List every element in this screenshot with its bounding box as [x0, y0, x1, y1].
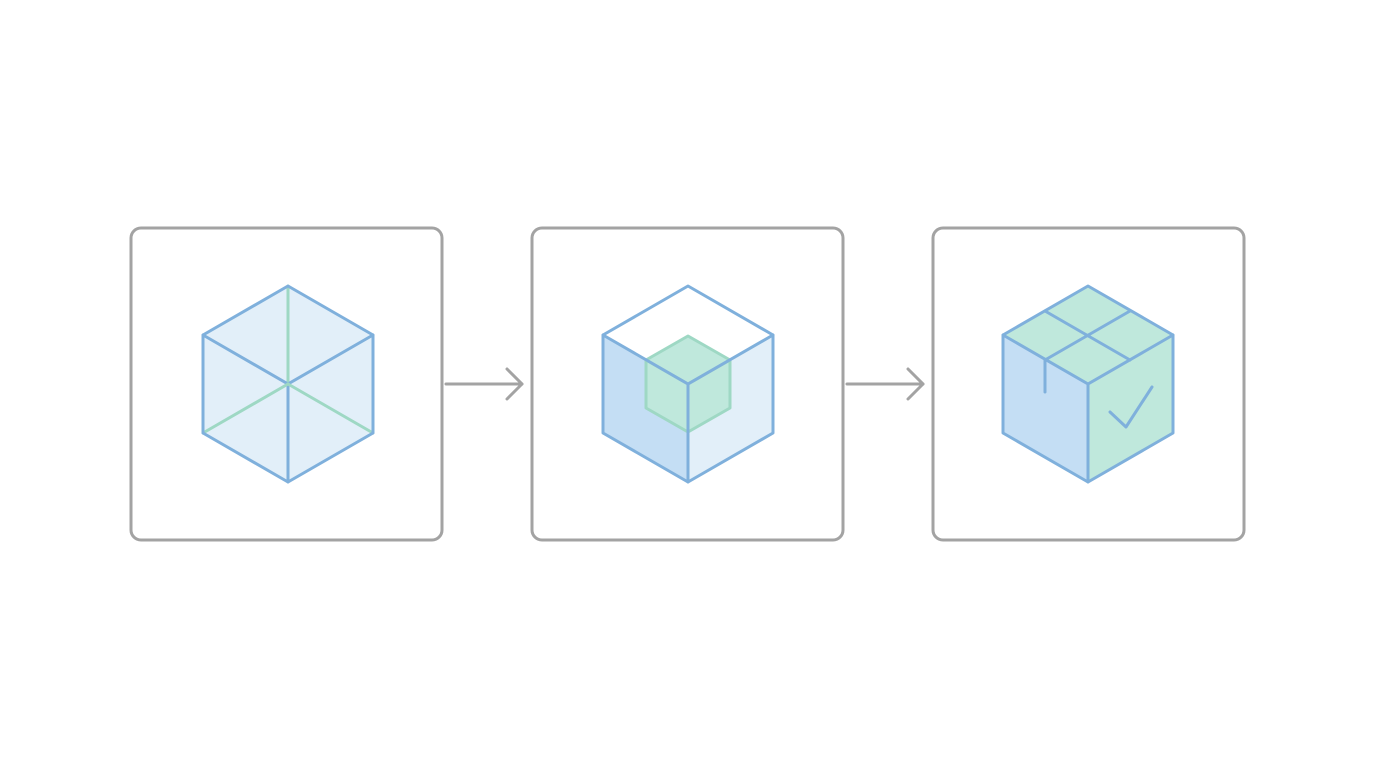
- center-line-upper-left: [201, 333, 290, 386]
- arrow-head: [505, 367, 524, 401]
- hexagon-outline: [201, 284, 375, 484]
- right-arrow-icon: [444, 367, 524, 401]
- center-line-lower-right: [286, 382, 375, 435]
- arrow-head: [906, 367, 925, 401]
- package-outline: [1001, 284, 1175, 484]
- step-panel-2: [530, 226, 845, 542]
- outer-cube-outline: [601, 284, 775, 484]
- checkmark-icon: [1108, 385, 1154, 429]
- cube-within-cube-icon: [601, 284, 775, 484]
- package-tape-strip-2: [1043, 309, 1132, 362]
- right-arrow-icon: [845, 367, 925, 401]
- step-panel-1: [129, 226, 444, 542]
- checked-package-icon: [1001, 284, 1175, 484]
- center-line-lower-left: [201, 382, 290, 435]
- sectioned-cube-icon: [201, 284, 375, 484]
- step-panel-3: [931, 226, 1246, 542]
- center-line-upper-right: [286, 333, 375, 386]
